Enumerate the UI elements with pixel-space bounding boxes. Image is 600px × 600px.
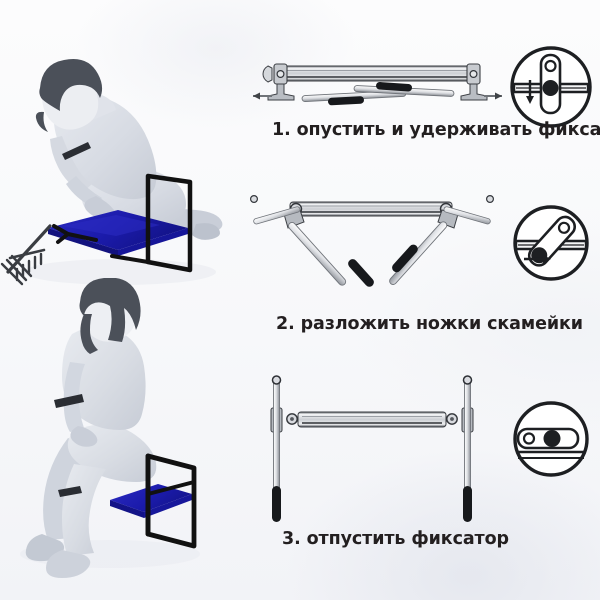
garden-rake xyxy=(0,224,52,286)
latch-bar xyxy=(516,450,586,459)
detail-callout-1 xyxy=(508,44,594,130)
rubber-foot xyxy=(463,486,472,522)
rubber-foot xyxy=(348,259,374,287)
rubber-foot xyxy=(392,244,418,273)
blue-bench-seat xyxy=(110,484,192,518)
step-3-caption: 3. отпустить фиксатор xyxy=(282,529,509,549)
blue-kneeler-pad xyxy=(48,210,188,256)
rubber-foot xyxy=(327,96,364,106)
step-2-caption: 2. разложить ножки скамейки xyxy=(276,314,583,334)
diagram-step-2 xyxy=(248,188,498,298)
folded-legs xyxy=(301,81,455,106)
diagram-step-3 xyxy=(252,372,502,522)
splayed-legs xyxy=(249,194,495,287)
arrow-left xyxy=(253,92,272,100)
hinge-left xyxy=(267,63,295,101)
illustration-sitting xyxy=(10,278,240,578)
hair xyxy=(39,58,103,111)
hinge-right xyxy=(460,63,488,101)
black-tube-frame xyxy=(145,453,197,549)
person-sitting-body xyxy=(25,278,157,578)
arrow-down-icon xyxy=(526,80,534,104)
person-kneeling-body xyxy=(35,58,223,240)
bench-rail xyxy=(281,65,473,82)
step-1-caption: 1. опустить и удерживать фиксатор xyxy=(272,120,600,140)
latch-slider xyxy=(539,53,562,115)
bench-rail xyxy=(289,201,453,217)
vertical-legs xyxy=(271,375,473,522)
arrow-right-icon xyxy=(524,255,551,263)
arrow-right xyxy=(484,92,502,100)
rubber-foot xyxy=(272,486,281,522)
detail-callout-3 xyxy=(508,396,594,482)
latch-locked xyxy=(516,427,580,450)
illustration-kneeling xyxy=(0,58,240,303)
detail-callout-2 xyxy=(508,200,594,286)
black-tube-frame xyxy=(52,173,193,273)
bench-rail xyxy=(297,411,447,428)
rubber-foot xyxy=(376,81,412,92)
hair xyxy=(79,278,141,342)
diagram-step-1 xyxy=(250,52,505,118)
